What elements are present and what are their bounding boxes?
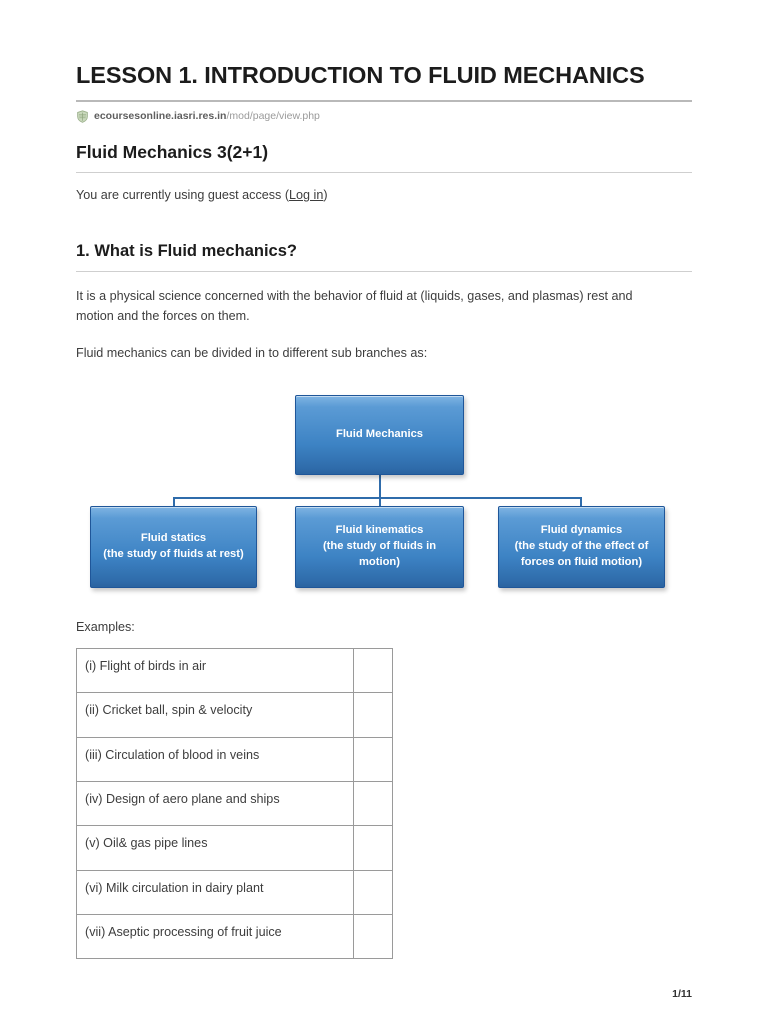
section-title: 1. What is Fluid mechanics? [76,241,297,260]
examples-table-body: (i) Flight of birds in air(ii) Cricket b… [76,647,393,960]
table-cell-note [353,913,393,960]
diagram-node-fluid-dynamics: Fluid dynamics (the study of the effect … [498,505,665,588]
table-row: (vi) Milk circulation in dairy plant [76,869,393,915]
guest-access-notice: You are currently using guest access (Lo… [76,186,692,204]
source-domain: ecoursesonline.iasri.res.in [94,110,227,123]
table-cell-example: (vii) Aseptic processing of fruit juice [76,913,354,960]
fluid-mechanics-tree-diagram: Fluid Mechanics Fluid statics (the study… [76,392,692,602]
diagram-node-description: (the study of fluids in motion) [322,539,437,568]
table-cell-note [353,647,393,694]
table-row: (v) Oil& gas pipe lines [76,825,393,871]
table-cell-example: (i) Flight of birds in air [76,647,354,694]
connector-branch-dynamics [580,496,582,508]
table-cell-note [353,869,393,915]
source-path: /mod/page/view.php [226,110,320,123]
guest-notice-suffix: ) [323,188,328,203]
table-cell-note [353,736,393,782]
table-cell-example: (vi) Milk circulation in dairy plant [76,869,354,915]
shield-favicon-icon [77,110,88,123]
table-cell-note [353,825,393,871]
diagram-node-label: Fluid dynamics [540,523,623,536]
diagram-node-fluid-statics: Fluid statics (the study of fluids at re… [90,505,257,588]
examples-table: (i) Flight of birds in air(ii) Cricket b… [76,647,393,960]
table-row: (vii) Aseptic processing of fruit juice [76,913,393,960]
table-row: (iv) Design of aero plane and ships [76,780,393,827]
examples-label: Examples: [76,619,135,634]
table-row: (i) Flight of birds in air [76,647,393,694]
title-divider [76,100,692,103]
paragraph-branches: Fluid mechanics can be divided in to dif… [76,346,428,361]
table-row: (iii) Circulation of blood in veins [76,736,393,782]
course-title-divider [76,172,692,174]
diagram-node-description: (the study of fluids at rest) [103,547,244,560]
connector-horizontal-bus [173,496,582,499]
paragraph-definition: It is a physical science concerned with … [76,288,633,324]
table-cell-example: (iv) Design of aero plane and ships [76,780,354,827]
connector-branch-kinematics [379,496,381,508]
diagram-node-label: Fluid statics [140,531,207,544]
table-cell-example: (iii) Circulation of blood in veins [76,736,354,782]
log-in-link[interactable]: Log in [289,188,324,203]
table-cell-note [353,692,393,738]
table-row: (ii) Cricket ball, spin & velocity [76,692,393,738]
course-title: Fluid Mechanics 3(2+1) [76,142,269,163]
section-title-divider [76,270,692,272]
diagram-node-fluid-kinematics: Fluid kinematics (the study of fluids in… [295,505,464,588]
page-title: LESSON 1. INTRODUCTION TO FLUID MECHANIC… [76,62,645,88]
diagram-node-fluid-mechanics: Fluid Mechanics [295,394,464,475]
diagram-node-label: Fluid kinematics [335,523,424,536]
table-cell-note [353,780,393,827]
source-url: ecoursesonline.iasri.res.in/mod/page/vie… [76,110,692,123]
table-cell-example: (ii) Cricket ball, spin & velocity [76,692,354,738]
diagram-node-label: Fluid Mechanics [335,427,424,440]
connector-root-down [379,474,381,499]
page-number: 1/11 [672,988,692,1000]
diagram-node-description: (the study of the effect of forces on fl… [514,539,649,568]
guest-notice-prefix: You are currently using guest access ( [76,188,290,203]
connector-branch-statics [173,496,175,508]
document-content: LESSON 1. INTRODUCTION TO FLUID MECHANIC… [76,62,692,960]
table-cell-example: (v) Oil& gas pipe lines [76,825,354,871]
